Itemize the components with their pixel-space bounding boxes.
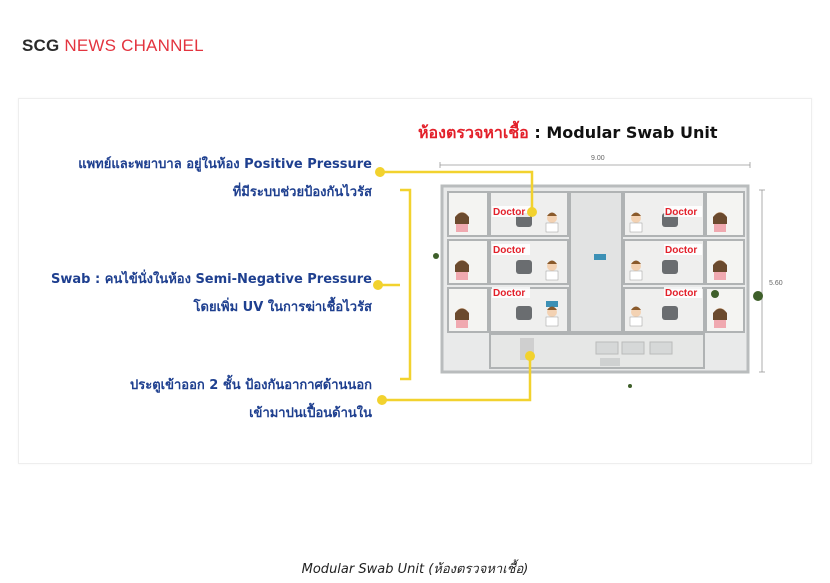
doctor-room-labels: Doctor Doctor Doctor Doctor Doctor Docto…	[492, 206, 702, 299]
doctor-label-3: Doctor	[493, 288, 525, 299]
annotation-connectors	[378, 170, 534, 402]
title-english: Modular Swab Unit	[546, 123, 718, 142]
doctor-label-4: Doctor	[665, 207, 697, 218]
connector-dots	[373, 167, 537, 405]
doctor-label-6: Doctor	[665, 288, 697, 299]
title-separator: :	[528, 123, 547, 142]
annotation-staff-line1: แพทย์และพยาบาล อยู่ในห้อง Positive Press…	[78, 157, 372, 172]
plant-decorations	[433, 253, 763, 388]
doctor-label-5: Doctor	[665, 245, 697, 256]
annotation-swab-line2: โดยเพิ่ม UV ในการฆ่าเชื้อไวรัส	[193, 300, 372, 315]
dimension-width-label: 9.00	[591, 155, 605, 162]
title-thai: ห้องตรวจหาเชื้อ	[418, 123, 529, 142]
annotation-staff-line2: ที่มีระบบช่วยป้องกันไวรัส	[232, 185, 372, 200]
annotation-swab-line1: Swab : คนไข้นั่งในห้อง Semi-Negative Pre…	[51, 272, 372, 287]
patient-avatars	[455, 212, 727, 328]
logo-brand: SCG	[22, 36, 60, 55]
doctor-avatars	[545, 212, 643, 327]
infographic-title: ห้องตรวจหาเชื้อ : Modular Swab Unit	[418, 121, 717, 146]
doctor-label-2: Doctor	[493, 245, 525, 256]
annotation-door-line2: เข้ามาปนเปื้อนด้านใน	[249, 406, 372, 421]
logo-channel-text: NEWS CHANNEL	[59, 36, 204, 55]
annotation-double-door: ประตูเข้าออก 2 ชั้น ป้องกันอากาศด้านนอก …	[130, 372, 372, 428]
dimension-lines	[439, 162, 765, 373]
annotation-door-line1: ประตูเข้าออก 2 ชั้น ป้องกันอากาศด้านนอก	[130, 378, 372, 393]
channel-logo: SCG NEWS CHANNEL	[22, 36, 204, 56]
building-outline	[440, 184, 750, 374]
doctor-label-1: Doctor	[493, 207, 525, 218]
annotation-swab-room: Swab : คนไข้นั่งในห้อง Semi-Negative Pre…	[51, 266, 372, 322]
figure-caption: Modular Swab Unit (ห้องตรวจหาเชื้อ)	[301, 562, 529, 577]
dimension-depth-label: 5.60	[769, 280, 783, 287]
annotation-staff-room: แพทย์และพยาบาล อยู่ในห้อง Positive Press…	[78, 151, 372, 207]
